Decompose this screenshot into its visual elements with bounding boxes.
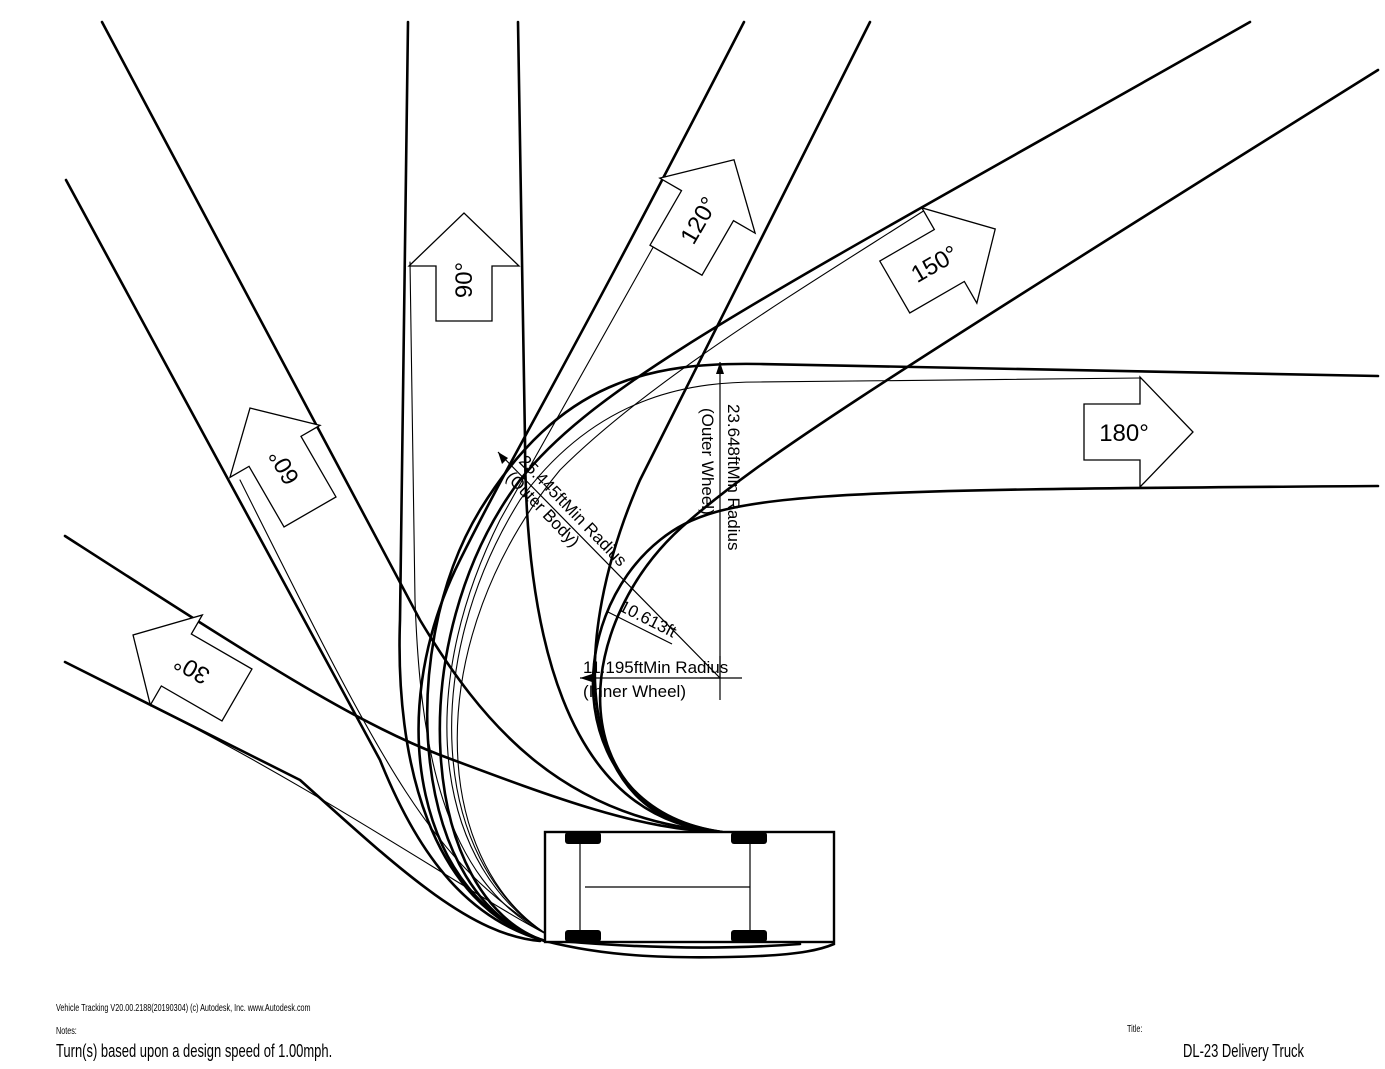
turn-60-path <box>64 20 724 943</box>
turn-90-arrow: 90° <box>407 212 521 322</box>
delivery-truck-outline <box>543 830 836 959</box>
turn-120-path <box>417 20 872 943</box>
front-right-wheel <box>565 930 601 942</box>
outer-wheel-radius-label: 23.648ftMin Radius <box>724 404 743 550</box>
turn-90-label: 90° <box>451 262 478 298</box>
turn-180-arrow: 180° <box>1083 375 1194 489</box>
turn-60-arrow: 60° <box>228 407 337 528</box>
turn-150-arrow: 150° <box>878 206 997 314</box>
notes-text: Turn(s) based upon a design speed of 1.0… <box>56 1041 333 1061</box>
turn-120-arrow: 120° <box>649 158 757 277</box>
software-credit: Vehicle Tracking V20.00.2188(20190304) (… <box>56 1003 311 1014</box>
inner-wheel-radius-label: 11.195ftMin Radius <box>583 658 728 677</box>
turn-180-label: 180° <box>1099 420 1149 447</box>
turn-180-path <box>425 362 1380 943</box>
title-label: Title: <box>1127 1024 1143 1035</box>
radius-dimensions <box>497 362 742 700</box>
rear-left-wheel <box>731 832 767 844</box>
outer-wheel-note: (Outer Wheel) <box>698 408 717 515</box>
offset-label: 10.613ft <box>616 597 680 642</box>
turn-150-path <box>438 20 1380 943</box>
turn-30-arrow: 30° <box>132 613 253 722</box>
front-left-wheel <box>565 832 601 844</box>
notes-label: Notes: <box>56 1026 77 1037</box>
inner-wheel-note: (Inner Wheel) <box>583 682 686 701</box>
turn-30-path <box>63 534 724 943</box>
drawing-title: DL-23 Delivery Truck <box>1183 1041 1304 1061</box>
rear-right-wheel <box>731 930 767 942</box>
